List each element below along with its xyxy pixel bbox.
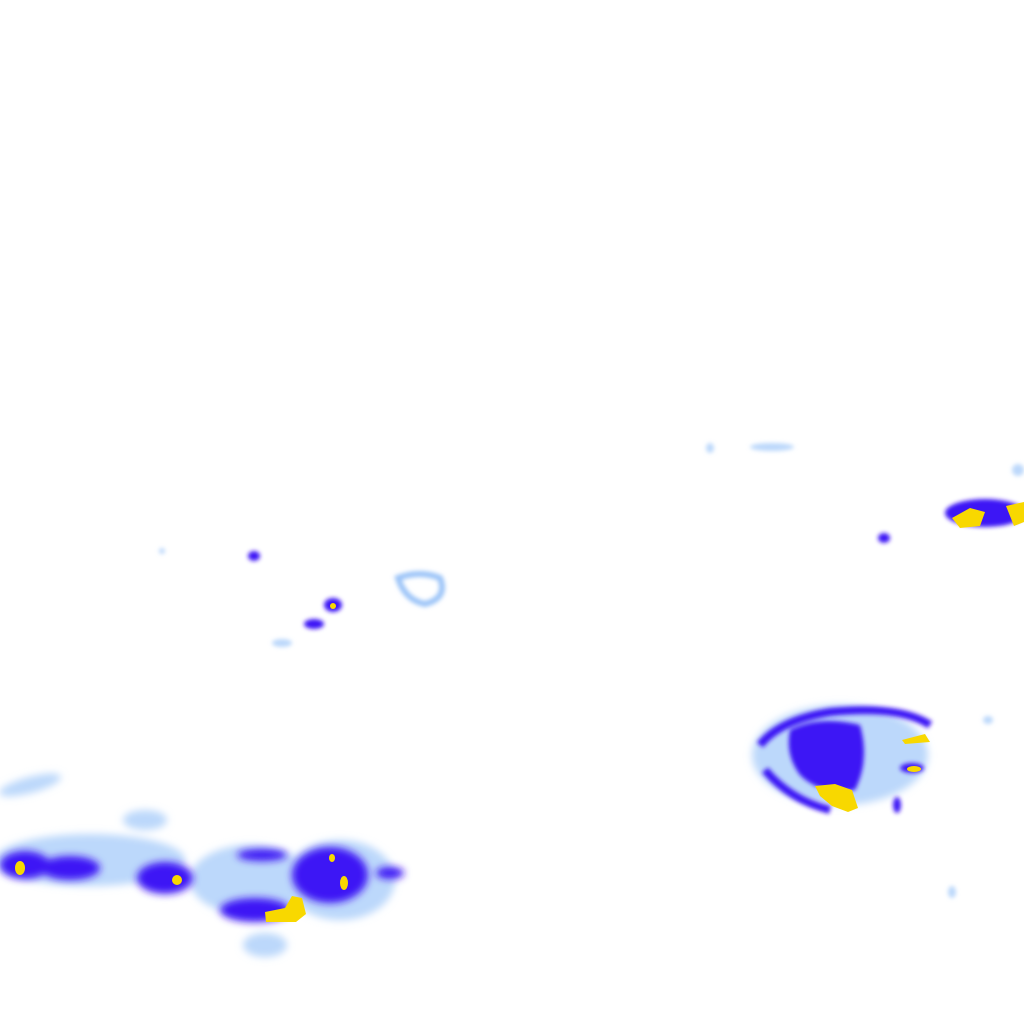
precip-cells-central [159, 548, 446, 647]
precip-cell-southeast [752, 705, 933, 814]
precip-cell-southwest [0, 773, 404, 957]
precip-cell-east [706, 443, 1024, 898]
